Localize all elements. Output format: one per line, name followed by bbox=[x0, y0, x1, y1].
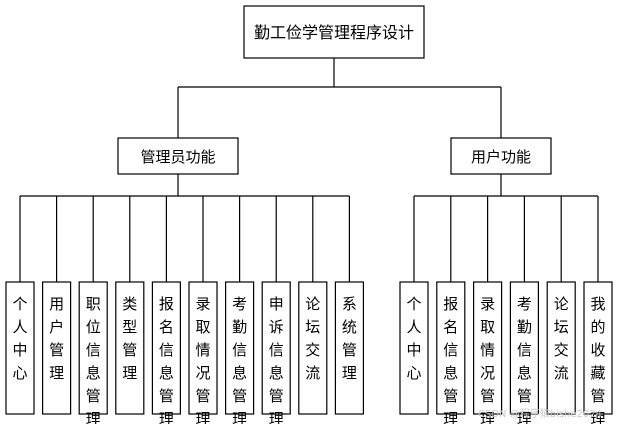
group-0-leaf-9: 系统管理 bbox=[334, 281, 364, 415]
group-1-leaf-1-label: 报名信息管理 bbox=[443, 295, 458, 424]
root-node-box bbox=[243, 5, 425, 59]
group-1-box bbox=[450, 137, 552, 175]
group-0-leaf-1-box bbox=[41, 281, 72, 415]
group-1-leaf-2-label: 录取情况管理 bbox=[480, 295, 495, 424]
group-1-leaf-2-box bbox=[473, 281, 503, 415]
group-1-leaf-0: 个人中心 bbox=[399, 281, 429, 415]
group-1-leaf-1-box bbox=[436, 281, 466, 415]
group-0-box bbox=[117, 137, 239, 175]
group-0-leaf-9-box bbox=[334, 281, 364, 415]
group-0-leaf-7: 申诉信息管理 bbox=[261, 281, 291, 424]
group-1-leaf-0-box bbox=[399, 281, 429, 415]
group-0: 管理员功能 bbox=[117, 137, 239, 175]
group-0-leaf-5-label: 录取情况管理 bbox=[195, 295, 210, 424]
group-0-leaf-1: 用户管理 bbox=[41, 281, 72, 415]
watermark: CSDN @程序猿bishe2024 bbox=[478, 407, 602, 420]
group-1-leaf-5-box bbox=[583, 281, 613, 415]
group-0-leaf-2-box bbox=[78, 281, 108, 415]
group-1-leaf-0-label: 个人中心 bbox=[406, 295, 421, 382]
root-node: 勤工俭学管理程序设计 bbox=[243, 5, 425, 59]
group-0-leaf-7-box bbox=[261, 281, 291, 415]
group-0-leaf-8-box bbox=[298, 281, 328, 415]
group-1-leaf-1: 报名信息管理 bbox=[436, 281, 466, 424]
group-1: 用户功能 bbox=[450, 137, 552, 175]
group-0-leaf-1-label: 用户管理 bbox=[49, 295, 64, 382]
group-0-leaf-6-label: 考勤信息管理 bbox=[232, 295, 247, 424]
group-1-leaf-3: 考勤信息管理 bbox=[509, 281, 539, 424]
group-1-leaf-2: 录取情况管理 bbox=[473, 281, 503, 424]
group-1-leaf-5-label: 我的收藏管理 bbox=[590, 295, 605, 424]
group-0-leaf-8-label: 论坛交流 bbox=[305, 295, 320, 382]
group-0-leaf-0: 个人中心 bbox=[5, 281, 35, 415]
group-0-leaf-6-box bbox=[225, 281, 255, 415]
group-0-leaf-9-label: 系统管理 bbox=[342, 295, 357, 382]
group-1-leaf-5: 我的收藏管理 bbox=[583, 281, 613, 424]
group-0-leaf-4-label: 报名信息管理 bbox=[159, 295, 174, 424]
group-0-leaf-3: 类型管理 bbox=[115, 281, 145, 415]
connector-lines bbox=[19, 58, 599, 282]
group-0-leaf-3-label: 类型管理 bbox=[122, 295, 137, 382]
group-0-leaf-7-label: 申诉信息管理 bbox=[269, 295, 284, 424]
group-1-label: 用户功能 bbox=[471, 148, 531, 166]
group-0-leaf-8: 论坛交流 bbox=[298, 281, 328, 415]
group-0-leaf-0-box bbox=[5, 281, 35, 415]
group-0-leaf-6: 考勤信息管理 bbox=[225, 281, 255, 424]
group-0-label: 管理员功能 bbox=[140, 148, 215, 166]
group-0-leaf-3-box bbox=[115, 281, 145, 415]
group-1-leaf-3-label: 考勤信息管理 bbox=[517, 295, 532, 424]
group-0-leaf-5: 录取情况管理 bbox=[188, 281, 218, 424]
group-1-leaf-4-label: 论坛交流 bbox=[554, 295, 569, 382]
group-1-leaf-3-box bbox=[509, 281, 539, 415]
group-0-leaf-4: 报名信息管理 bbox=[151, 281, 181, 424]
root-node-label: 勤工俭学管理程序设计 bbox=[254, 23, 414, 42]
group-0-leaf-2-label: 职位信息管理 bbox=[86, 295, 101, 424]
group-0-leaf-5-box bbox=[188, 281, 218, 415]
group-0-leaf-0-label: 个人中心 bbox=[12, 295, 27, 382]
group-0-leaf-2: 职位信息管理 bbox=[78, 281, 108, 424]
group-0-leaf-4-box bbox=[151, 281, 181, 415]
group-1-leaf-4: 论坛交流 bbox=[546, 281, 576, 415]
group-1-leaf-4-box bbox=[546, 281, 576, 415]
